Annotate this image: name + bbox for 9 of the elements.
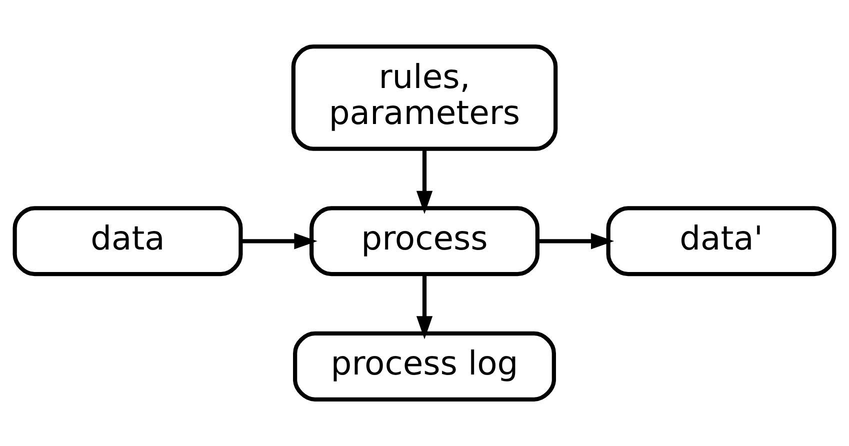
node-box: process log	[293, 331, 556, 402]
node-box: process	[310, 206, 540, 276]
arrow	[538, 233, 614, 250]
node-box: data'	[606, 206, 836, 276]
arrow	[240, 233, 318, 250]
node-box: data	[12, 206, 243, 276]
arrow	[416, 149, 433, 214]
node-box: rules, parameters	[291, 44, 558, 151]
arrow	[416, 274, 433, 340]
